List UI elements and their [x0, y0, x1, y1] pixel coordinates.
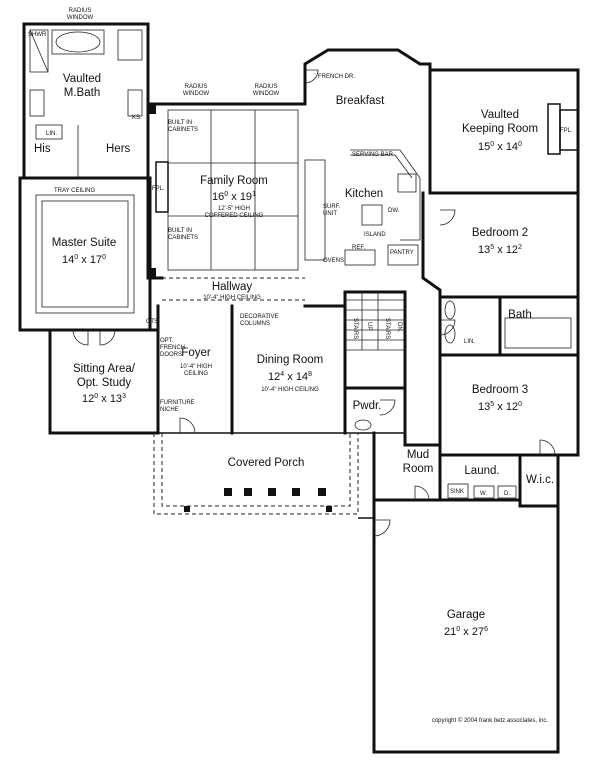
- ovens-label: OVENS: [323, 258, 344, 264]
- mud-room-label-1: Mud: [407, 449, 429, 461]
- shwr-label: SHWR: [28, 32, 47, 38]
- island-label: ISLAND: [364, 232, 386, 238]
- built-in-label-bottom: BUILT IN: [168, 228, 192, 234]
- dining-room-label: Dining Room: [257, 354, 323, 366]
- powder-label: Pwdr.: [353, 400, 382, 412]
- door-swings: [72, 69, 556, 537]
- radius-window-label-fam1b: WINDOW: [183, 91, 210, 97]
- master-suite-label: Master Suite: [52, 237, 117, 249]
- french-dr-label: FRENCH DR.: [318, 74, 355, 80]
- radius-window-label-top: RADIUS: [69, 8, 92, 14]
- doors-label: DOORS: [160, 352, 182, 358]
- hallway-label: Hallway: [212, 281, 253, 293]
- family-room-note-2: COFFERED CEILING: [205, 213, 264, 219]
- family-room-dim: 160 x 191: [212, 191, 256, 203]
- surf-label: SURF.: [323, 204, 341, 210]
- dining-room-dim: 124 x 148: [268, 371, 312, 383]
- stairs: [345, 292, 405, 351]
- breakfast-label: Breakfast: [336, 95, 385, 107]
- wic-label: W.i.c.: [526, 474, 554, 486]
- sitting-area-label-1: Sitting Area/: [73, 363, 136, 375]
- up-label: UP: [366, 322, 372, 330]
- bedroom2-dim: 135 x 122: [478, 244, 522, 256]
- his-label: His: [34, 143, 51, 155]
- covered-porch-outline: [153, 433, 359, 515]
- kitchen-label: Kitchen: [345, 188, 383, 200]
- columns-label: COLUMNS: [240, 321, 270, 327]
- stairs-label-2: STAIRS: [384, 318, 390, 339]
- room-labels: RADIUS WINDOW RADIUS WINDOW RADIUS WINDO…: [28, 8, 573, 724]
- sitting-area-dim: 120 x 133: [82, 393, 126, 405]
- lin-label-bath: LIN.: [464, 339, 475, 345]
- bath-label: Bath: [508, 309, 532, 321]
- ks-label: KS.: [132, 115, 142, 121]
- main-walls: [18, 22, 580, 754]
- pantry-label: PANTRY: [390, 250, 414, 256]
- ref-label: REF.: [352, 245, 365, 251]
- garage-label: Garage: [447, 609, 485, 621]
- keeping-room-label-1: Vaulted: [481, 109, 519, 121]
- serving-bar-label: SERVING BAR: [352, 152, 394, 158]
- tray-ceiling: [35, 194, 135, 314]
- lin-label: LIN.: [46, 131, 57, 137]
- cts-label: CTS.: [146, 319, 160, 325]
- garage-dim: 210 x 276: [444, 626, 488, 638]
- radius-window-label-fam2b: WINDOW: [253, 91, 280, 97]
- cabinets-label-top: CABINETS: [168, 127, 198, 133]
- radius-window-label-fam2: RADIUS: [255, 84, 278, 90]
- stairs-label-1: STAIRS: [352, 318, 358, 339]
- hallway-note: 10'-4" HIGH CEILING: [203, 295, 261, 301]
- coffered-ceiling: [148, 104, 305, 301]
- bedroom3-label: Bedroom 3: [472, 384, 528, 396]
- laundry-label: Laund.: [464, 465, 499, 477]
- sitting-area-label-2: Opt. Study: [77, 377, 132, 389]
- fireplaces: [155, 103, 579, 213]
- niche-label: NICHE: [160, 407, 179, 413]
- covered-porch-label: Covered Porch: [228, 457, 305, 469]
- mud-room-label-2: Room: [403, 463, 434, 475]
- hers-label: Hers: [106, 143, 131, 155]
- fpl-label-keeping: FPL.: [560, 128, 573, 134]
- furniture-label: FURNITURE: [160, 400, 195, 406]
- decorative-label: DECORATIVE: [240, 314, 279, 320]
- sink-label: SINK: [450, 489, 464, 495]
- family-room-note-1: 12'-5" HIGH: [218, 206, 250, 212]
- unit-label: UNIT: [323, 211, 337, 217]
- built-in-label-top: BUILT IN: [168, 120, 192, 126]
- mbath-label-1: Vaulted: [63, 73, 101, 85]
- dn-label: DN.: [396, 322, 402, 333]
- d-label: D.: [504, 491, 510, 497]
- kitchen-counters: [304, 149, 421, 266]
- radius-window-label-top-2: WINDOW: [67, 15, 94, 21]
- dw-label: DW.: [388, 208, 400, 214]
- opt-label: OPT.: [160, 338, 174, 344]
- laundry-fixtures: [447, 483, 517, 499]
- french-label: FRENCH: [160, 345, 185, 351]
- family-room-label: Family Room: [200, 175, 268, 187]
- fpl-label-family: FPL.: [152, 186, 165, 192]
- bedroom2-label: Bedroom 2: [472, 227, 528, 239]
- bath-fixtures: [29, 29, 572, 431]
- keeping-room-label-2: Keeping Room: [462, 123, 538, 135]
- foyer-note-1: 10'-4" HIGH: [180, 364, 212, 370]
- dining-room-note: 10'-4" HIGH CEILING: [261, 387, 319, 393]
- mbath-label-2: M.Bath: [64, 87, 100, 99]
- foyer-label: Foyer: [181, 347, 211, 359]
- bedroom3-dim: 135 x 120: [478, 401, 522, 413]
- foyer-note-2: CEILING: [184, 371, 208, 377]
- w-label: W.: [480, 491, 487, 497]
- tray-ceiling-label: TRAY CEILING: [54, 188, 95, 194]
- copyright-text: copyright © 2004 frank betz associates, …: [432, 717, 548, 724]
- keeping-room-dim: 150 x 140: [478, 141, 522, 153]
- master-suite-dim: 140 x 170: [62, 254, 106, 266]
- cabinets-label-bottom: CABINETS: [168, 235, 198, 241]
- radius-window-label-fam1: RADIUS: [185, 84, 208, 90]
